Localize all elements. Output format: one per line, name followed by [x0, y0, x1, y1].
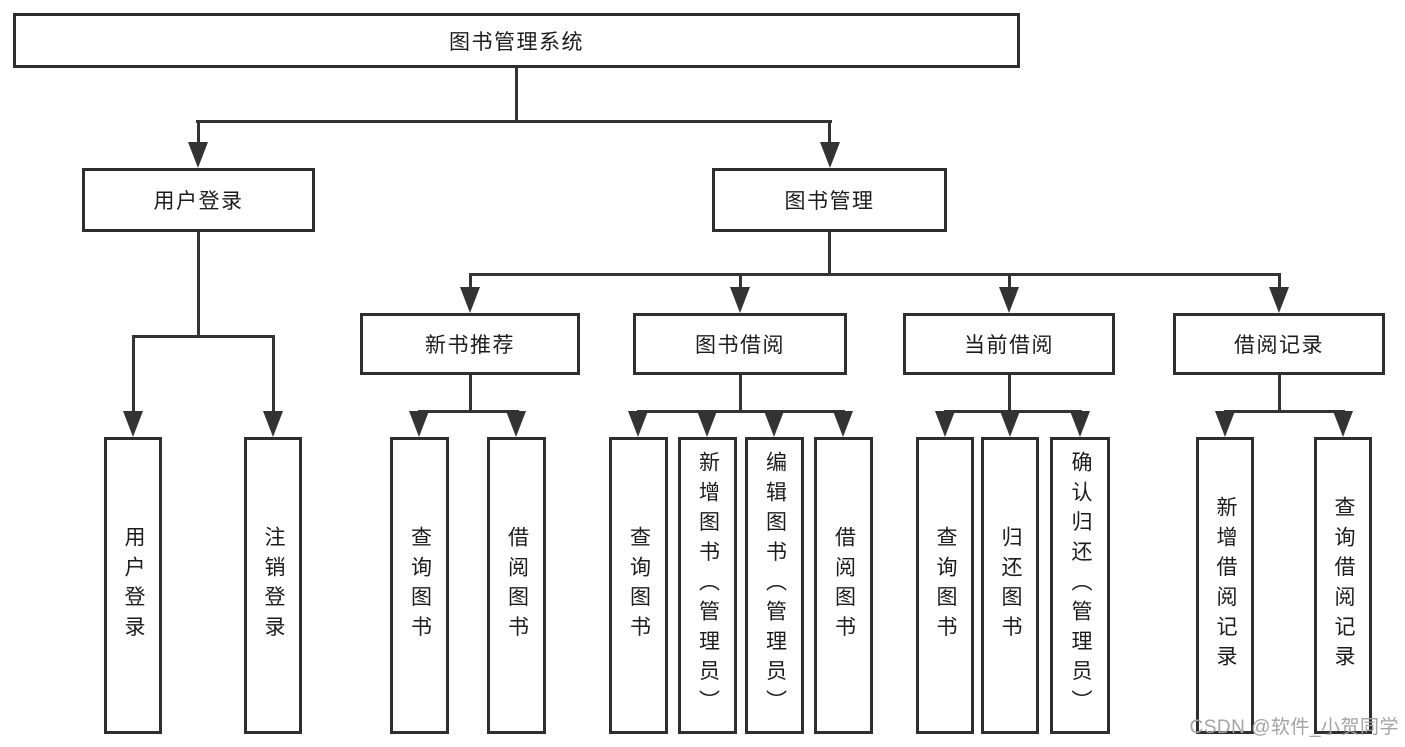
leaf-search-books-current: 查询图书: [916, 437, 974, 734]
csdn-watermark: CSDN @软件_小贺同学: [1189, 717, 1399, 738]
connector-v: [469, 273, 472, 291]
connector-v: [1278, 273, 1281, 291]
connector-v: [828, 120, 831, 146]
leaf-borrow-books-borrowing: 借阅图书: [814, 437, 873, 734]
leaf-logout: 注销登录: [244, 437, 302, 734]
connector-v: [197, 120, 200, 146]
connector-v: [197, 230, 200, 338]
arrow-down-icon: [506, 411, 526, 437]
connector-h: [132, 335, 275, 338]
leaf-confirm-return-admin: 确认归还（管理员）: [1050, 437, 1110, 734]
node-book-borrowing: 图书借阅: [633, 313, 847, 375]
connector-v: [1008, 273, 1011, 291]
connector-h: [637, 410, 845, 413]
leaf-search-borrow-record: 查询借阅记录: [1314, 437, 1372, 734]
connector-v: [132, 335, 135, 415]
leaf-label: 新增借阅记录: [1214, 496, 1238, 675]
leaf-label: 注销登录: [262, 525, 286, 646]
leaf-label: 归还图书: [999, 525, 1023, 646]
node-label: 用户登录: [153, 190, 244, 213]
arrow-down-icon: [820, 142, 840, 168]
connector-v: [272, 335, 275, 415]
arrow-down-icon: [1269, 287, 1289, 313]
connector-v: [828, 232, 831, 276]
leaf-add-borrow-record: 新增借阅记录: [1196, 437, 1254, 734]
leaf-return-books: 归还图书: [981, 437, 1039, 734]
arrow-down-icon: [833, 411, 853, 437]
leaf-label: 确认归还（管理员）: [1069, 451, 1093, 720]
arrow-down-icon: [123, 411, 143, 437]
node-library-management-system: 图书管理系统: [13, 13, 1020, 68]
leaf-label: 编辑图书（管理员）: [763, 451, 787, 720]
leaf-label: 新增图书（管理员）: [696, 451, 720, 720]
arrow-down-icon: [935, 411, 955, 437]
leaf-label: 查询图书: [934, 525, 958, 646]
leaf-add-books-admin: 新增图书（管理员）: [678, 437, 737, 734]
connector-v: [515, 66, 518, 123]
connector-h: [1224, 410, 1345, 413]
node-label: 新书推荐: [425, 334, 515, 357]
connector-v: [1278, 373, 1281, 413]
leaf-label: 查询图书: [627, 525, 651, 646]
arrow-down-icon: [1333, 411, 1353, 437]
node-label: 图书借阅: [695, 334, 785, 357]
arrow-down-icon: [460, 287, 480, 313]
leaf-edit-books-admin: 编辑图书（管理员）: [745, 437, 804, 734]
arrow-down-icon: [730, 287, 750, 313]
connector-v: [469, 373, 472, 413]
arrow-down-icon: [628, 411, 648, 437]
connector-v: [739, 373, 742, 413]
node-book-management: 图书管理: [712, 168, 947, 232]
arrow-down-icon: [764, 411, 784, 437]
connector-v: [1008, 373, 1011, 413]
arrow-down-icon: [188, 142, 208, 168]
connector-h: [469, 273, 1281, 276]
node-new-book-recommend: 新书推荐: [360, 313, 580, 375]
leaf-label: 借阅图书: [832, 525, 856, 646]
node-borrowing-records: 借阅记录: [1173, 313, 1385, 375]
arrow-down-icon: [1000, 411, 1020, 437]
node-label: 图书管理系统: [449, 30, 584, 54]
leaf-label: 查询借阅记录: [1332, 496, 1356, 675]
connector-v: [739, 273, 742, 291]
arrow-down-icon: [263, 411, 283, 437]
leaf-search-books-recommend: 查询图书: [390, 437, 449, 734]
node-user-login: 用户登录: [82, 168, 315, 232]
arrow-down-icon: [697, 411, 717, 437]
node-label: 借阅记录: [1234, 334, 1324, 357]
connector-h: [196, 120, 832, 123]
leaf-search-books-borrowing: 查询图书: [609, 437, 668, 734]
leaf-label: 用户登录: [122, 525, 146, 646]
node-label: 当前借阅: [964, 334, 1054, 357]
leaf-borrow-books-recommend: 借阅图书: [487, 437, 546, 734]
arrow-down-icon: [1070, 411, 1090, 437]
node-label: 图书管理: [784, 190, 875, 213]
arrow-down-icon: [1215, 411, 1235, 437]
arrow-down-icon: [999, 287, 1019, 313]
leaf-label: 借阅图书: [505, 525, 529, 646]
arrow-down-icon: [409, 411, 429, 437]
leaf-user-login: 用户登录: [104, 437, 162, 734]
node-current-borrowing: 当前借阅: [903, 313, 1115, 375]
leaf-label: 查询图书: [408, 525, 432, 646]
connector-h: [418, 410, 519, 413]
